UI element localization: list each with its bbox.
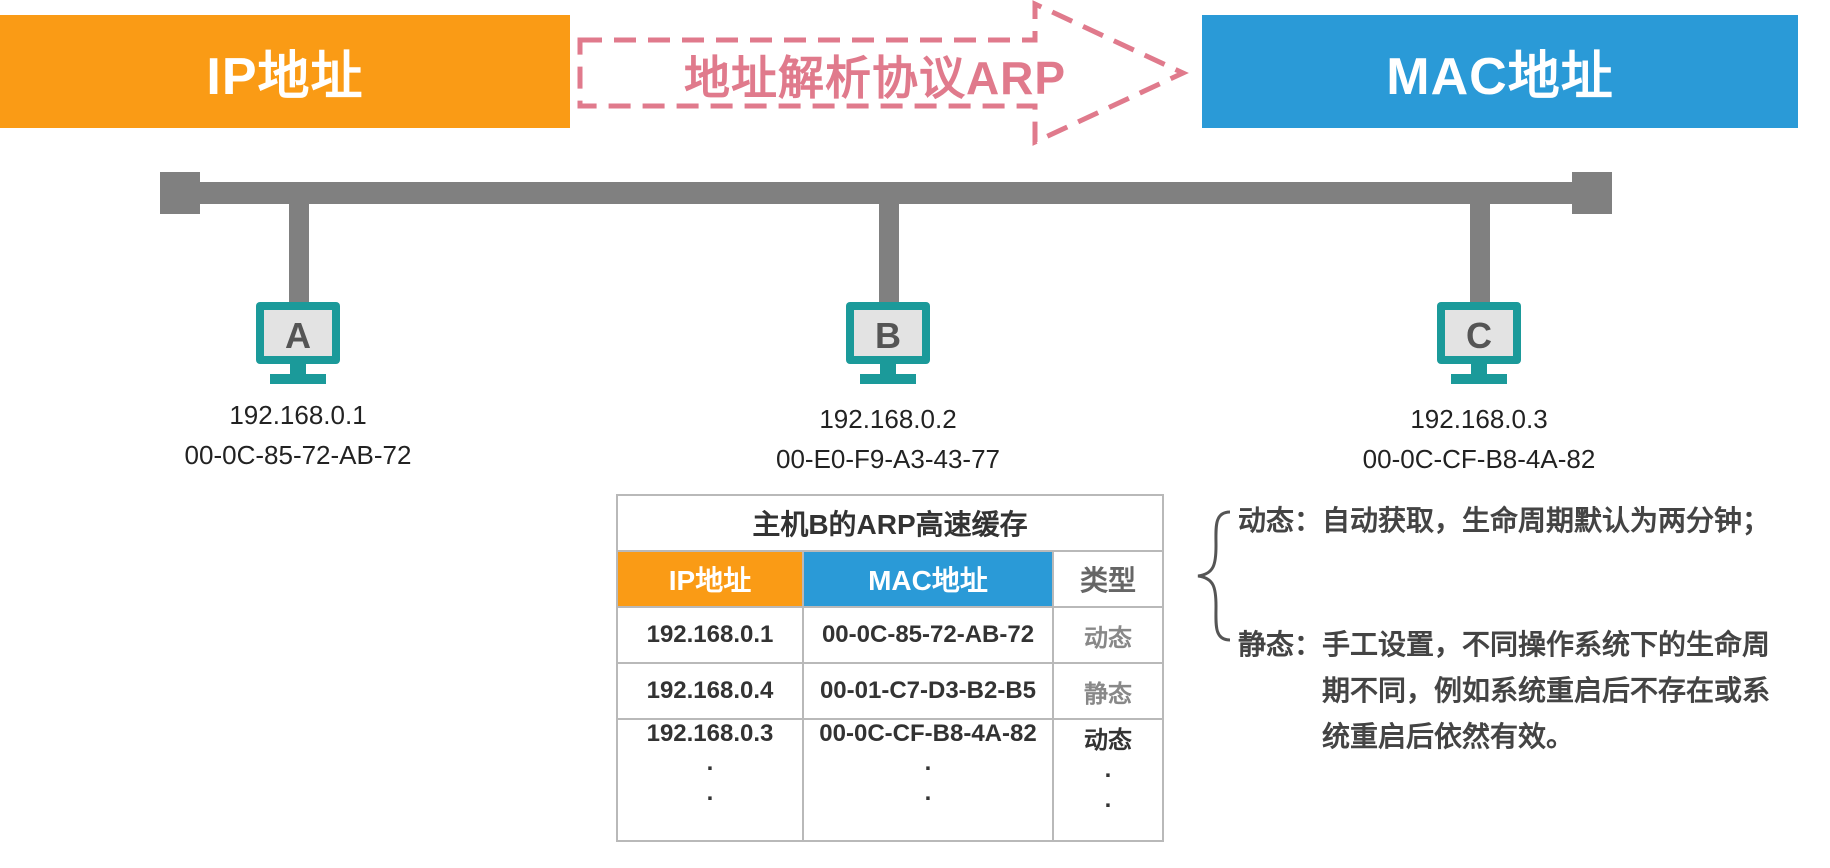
- dynamic-note: 动态：自动获取，生命周期默认为两分钟；: [1238, 498, 1828, 544]
- ellipsis-dot: .: [706, 749, 714, 776]
- host-b-mac: 00-E0-F9-A3-43-77: [776, 444, 1000, 474]
- host-c-ip: 192.168.0.3: [1410, 404, 1548, 434]
- dynamic-label: 动态：: [1238, 505, 1323, 536]
- brace-icon: [1197, 510, 1231, 642]
- table-header-row: IP地址 MAC地址 类型: [616, 550, 1164, 608]
- mac-address-label: MAC地址: [1386, 48, 1614, 106]
- column-header-ip: IP地址: [616, 550, 804, 608]
- cell-ip: 192.168.0.3 . .: [616, 718, 804, 842]
- dynamic-text: 自动获取，生命周期默认为两分钟；: [1322, 505, 1771, 536]
- ellipsis-dot: .: [1104, 756, 1112, 783]
- ellipsis-dot: .: [924, 779, 932, 806]
- drop-line-b: [879, 204, 899, 304]
- network-bus-diagram: A B C: [160, 172, 1612, 384]
- static-note: 静态：手工设置，不同操作系统下的生命周: [1238, 622, 1828, 668]
- cell-mac: 00-0C-CF-B8-4A-82 . .: [802, 718, 1054, 842]
- cell-type: 动态: [1052, 606, 1164, 664]
- ip-address-banner: IP地址: [0, 15, 570, 128]
- dashed-arrow-icon: [577, 0, 1189, 146]
- cell-type: 静态: [1052, 662, 1164, 720]
- cell-type-value: 动态: [1084, 727, 1132, 754]
- cell-ip-value: 192.168.0.3: [646, 720, 774, 747]
- static-line-1: 手工设置，不同操作系统下的生命周: [1322, 629, 1771, 660]
- bus-line: [160, 182, 1612, 204]
- monitor-icon: C: [1437, 302, 1521, 384]
- cell-ip: 192.168.0.1: [616, 606, 804, 664]
- ellipsis-dot: .: [1104, 786, 1112, 813]
- bus-terminator-left: [160, 172, 200, 214]
- ip-address-label: IP地址: [206, 48, 364, 106]
- cell-type: 动态 . .: [1052, 718, 1164, 842]
- host-a-ip: 192.168.0.1: [229, 400, 367, 430]
- table-row: 192.168.0.1 00-0C-85-72-AB-72 动态: [616, 606, 1164, 664]
- static-line-2: 期不同，例如系统重启后不存在或系: [1322, 675, 1771, 706]
- drop-line-c: [1470, 204, 1490, 304]
- cell-mac-value: 00-0C-CF-B8-4A-82: [819, 720, 1037, 747]
- cell-mac: 00-01-C7-D3-B2-B5: [802, 662, 1054, 720]
- column-header-type: 类型: [1052, 550, 1164, 608]
- arp-protocol-label: 地址解析协议ARP: [683, 52, 1067, 104]
- host-a-letter: A: [285, 315, 311, 356]
- cache-title: 主机B的ARP高速缓存: [616, 494, 1164, 552]
- host-b-letter: B: [875, 315, 901, 356]
- monitor-icon: B: [846, 302, 930, 384]
- column-header-mac: MAC地址: [802, 550, 1054, 608]
- static-line-3: 统重启后依然有效。: [1322, 721, 1575, 752]
- host-c-letter: C: [1466, 315, 1492, 356]
- bus-terminator-right: [1572, 172, 1612, 214]
- cell-ip: 192.168.0.4: [616, 662, 804, 720]
- table-row: 192.168.0.3 . . 00-0C-CF-B8-4A-82 . . 动态…: [616, 718, 1164, 842]
- ellipsis-dot: .: [706, 779, 714, 806]
- table-row: 192.168.0.4 00-01-C7-D3-B2-B5 静态: [616, 662, 1164, 720]
- host-b-ip: 192.168.0.2: [819, 404, 957, 434]
- static-label: 静态：: [1238, 629, 1323, 660]
- monitor-icon: A: [256, 302, 340, 384]
- arp-cache-table: 主机B的ARP高速缓存 IP地址 MAC地址 类型 192.168.0.1 00…: [616, 494, 1164, 842]
- ellipsis-dot: .: [924, 749, 932, 776]
- drop-line-a: [289, 204, 309, 304]
- mac-address-banner: MAC地址: [1202, 15, 1798, 128]
- host-a-mac: 00-0C-85-72-AB-72: [184, 440, 412, 470]
- host-c-mac: 00-0C-CF-B8-4A-82: [1362, 444, 1596, 474]
- cell-mac: 00-0C-85-72-AB-72: [802, 606, 1054, 664]
